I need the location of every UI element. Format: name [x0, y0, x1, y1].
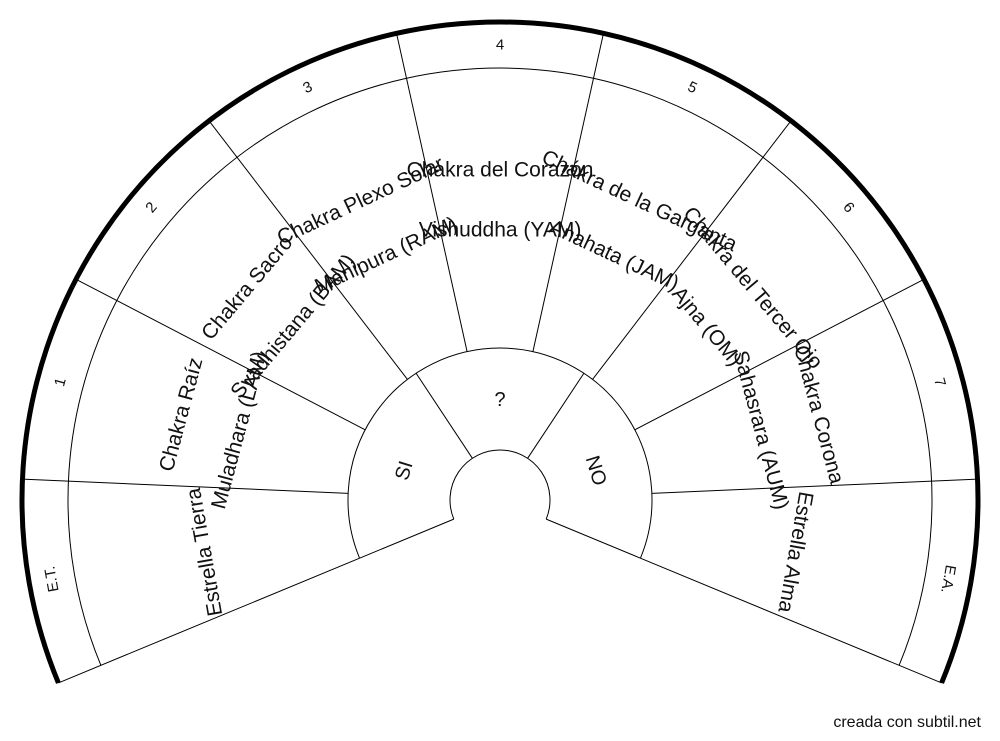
hub-arc [449, 449, 551, 520]
sector-subtitle: Anahata (JAM) [546, 215, 683, 295]
sector-divider [592, 120, 792, 380]
inner-divider-right [527, 372, 585, 459]
answer-no: NO [581, 453, 611, 488]
inner-divider-left [415, 372, 473, 459]
sector-title: Chakra del Corazón [407, 159, 594, 182]
sector-divider [75, 278, 366, 431]
sector-number: 3 [300, 78, 315, 97]
chart-geometry [19, 19, 981, 684]
sector-subtitle: Sahasrara (AUM) [729, 348, 794, 512]
sector-divider [532, 33, 604, 352]
sector-number: 5 [685, 78, 700, 97]
sector-divider [640, 557, 942, 684]
answer-yes: SI [391, 459, 418, 484]
inner-ring-arc [347, 347, 653, 559]
sector-divider [208, 120, 408, 380]
outer-rim-arc [19, 19, 981, 684]
sector-divider [58, 557, 360, 684]
number-ring-arc [67, 67, 933, 666]
sector-subtitle: Vishuddha (YAM) [419, 219, 582, 242]
sector-divider [396, 33, 468, 352]
sector-number: 7 [930, 376, 949, 388]
sector-divider [22, 478, 349, 494]
sector-divider [634, 278, 925, 431]
sector-number: E.A. [937, 564, 959, 595]
sector-number: 6 [839, 199, 857, 216]
hub-edge-right [545, 518, 641, 559]
sector-number: 4 [496, 37, 504, 54]
sector-number: 2 [142, 199, 160, 216]
sector-number: E.T. [41, 565, 62, 593]
sector-number: 1 [51, 376, 70, 388]
hub-edge-left [359, 518, 455, 559]
credit-text: creada con subtil.net [833, 714, 981, 731]
answer-unknown: ? [494, 389, 505, 411]
sector-divider [651, 478, 978, 494]
sector-title: Chakra Raíz [155, 355, 207, 474]
